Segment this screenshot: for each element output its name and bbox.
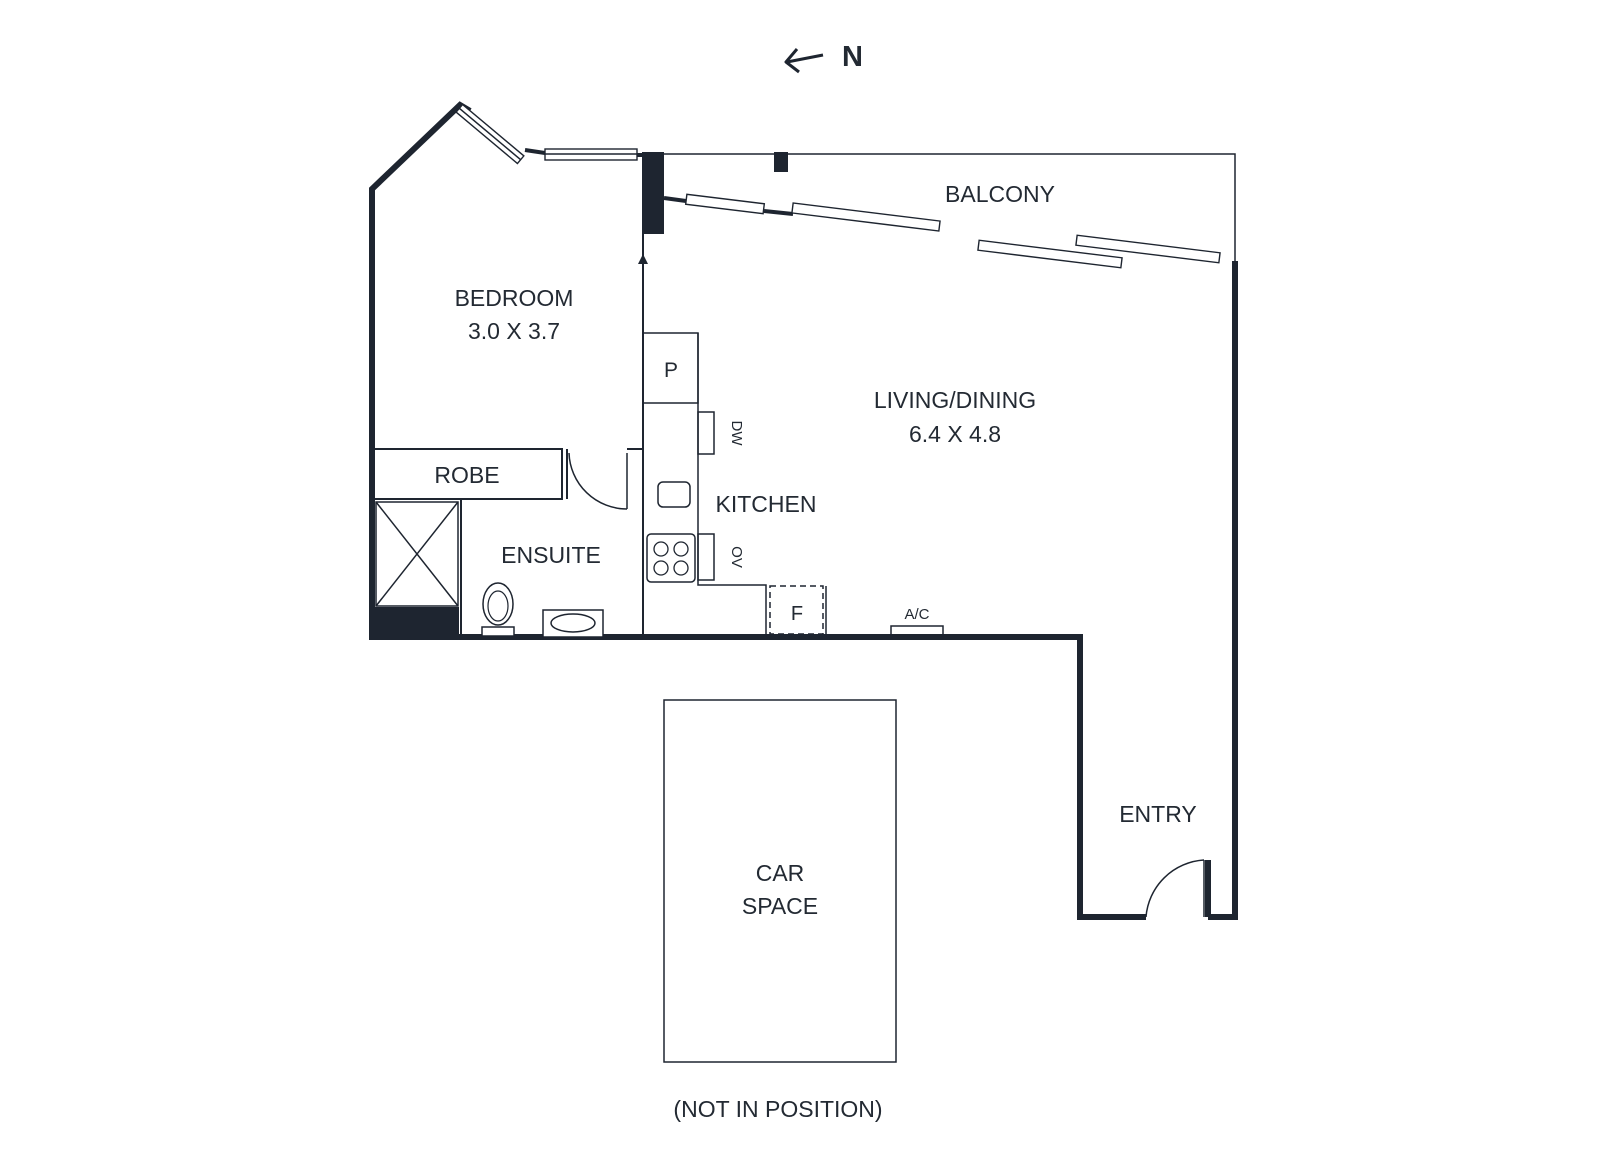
balcony-outline [664,153,1236,262]
entry-door [1145,859,1205,918]
car-space-note: (NOT IN POSITION) [673,1096,882,1122]
bedroom-label: BEDROOM [455,285,574,311]
kitchen-label: KITCHEN [716,491,817,517]
north-label: N [842,41,863,73]
car-space-outline [663,699,897,1063]
car-space-label-line2: SPACE [742,893,818,919]
robe-label: ROBE [434,462,499,488]
pantry-label: P [664,359,678,382]
pantry [642,332,699,404]
toilet-icon [481,582,515,637]
fridge-label: F [791,603,803,625]
balcony-label: BALCONY [945,181,1055,207]
living-dining-size: 6.4 X 4.8 [909,421,1001,447]
kitchen-fixtures [642,332,944,637]
north-arrow-icon [784,48,824,74]
oven-label: OV [728,546,745,568]
shower [375,501,459,607]
cooktop-icon [646,533,696,583]
living-dining-label: LIVING/DINING [874,387,1036,413]
air-conditioner-label: A/C [904,606,929,623]
bedroom-size: 3.0 X 3.7 [468,318,560,344]
exterior-walls [369,101,1238,920]
car-space-label-line1: CAR [756,860,805,886]
basin-icon [542,609,604,638]
air-conditioner [890,625,944,637]
entry-label: ENTRY [1119,801,1197,827]
ensuite-label: ENSUITE [501,542,601,568]
dishwasher-label: DW [728,421,745,447]
interior-walls [372,234,648,637]
sink-icon [657,481,691,508]
windows [455,103,1221,269]
compass: N [784,41,863,74]
